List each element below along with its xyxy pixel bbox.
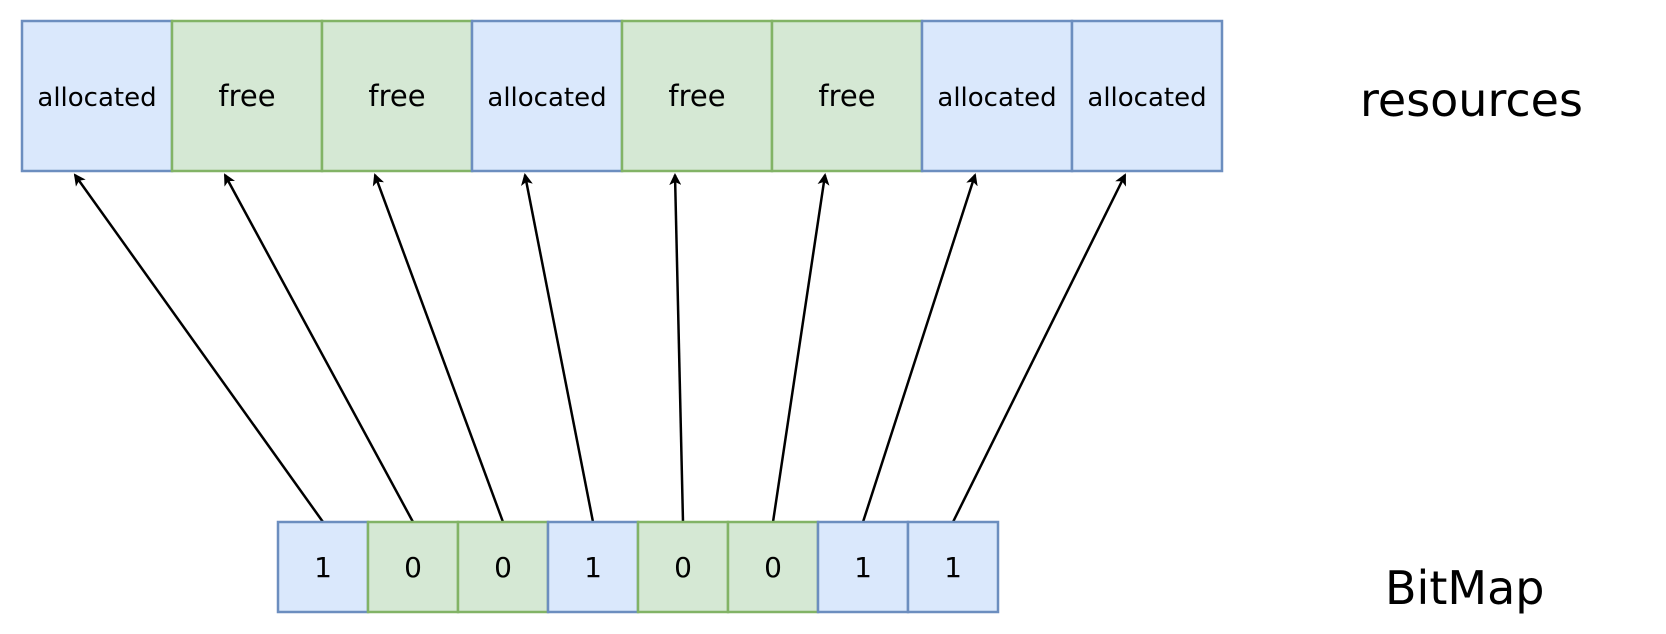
resource-cell-allocated: allocated bbox=[1070, 19, 1224, 173]
bit-cell-box bbox=[636, 520, 730, 614]
resource-cell-free: free bbox=[620, 19, 774, 173]
bit-cell-value: 0 bbox=[404, 551, 422, 584]
mapping-arrow bbox=[771, 173, 830, 523]
bit-cell-value: 1 bbox=[584, 551, 602, 584]
resource-cell-box bbox=[620, 19, 774, 173]
resource-cell-label: free bbox=[818, 79, 875, 113]
resource-cell-box bbox=[1070, 19, 1224, 173]
resource-cell-label: free bbox=[218, 79, 275, 113]
resource-cell-label: allocated bbox=[937, 83, 1056, 113]
resources-label: resources bbox=[1360, 73, 1583, 127]
bit-cell: 0 bbox=[636, 520, 730, 614]
arrows-group bbox=[73, 173, 1127, 523]
bit-cell-box bbox=[366, 520, 460, 614]
resource-cell-allocated: allocated bbox=[20, 19, 174, 173]
mapping-arrow bbox=[861, 173, 978, 523]
bit-cell: 0 bbox=[366, 520, 460, 614]
bit-cell: 1 bbox=[276, 520, 370, 614]
bit-cell: 1 bbox=[816, 520, 910, 614]
bit-cell: 0 bbox=[726, 520, 820, 614]
resource-cell-free: free bbox=[170, 19, 324, 173]
resources-row: allocated free free allocated free free alloca… bbox=[20, 19, 1224, 173]
mapping-arrow bbox=[669, 173, 685, 523]
mapping-arrow bbox=[73, 173, 325, 523]
resource-cell-box bbox=[320, 19, 474, 173]
resource-cell-allocated: allocated bbox=[470, 19, 624, 173]
mapping-arrow bbox=[951, 173, 1127, 523]
resource-cell-box bbox=[770, 19, 924, 173]
bit-cell-value: 1 bbox=[314, 551, 332, 584]
resource-cell-free: free bbox=[320, 19, 474, 173]
resource-cell-label: allocated bbox=[1087, 83, 1206, 113]
resource-cell-allocated: allocated bbox=[920, 19, 1074, 173]
resource-cell-box bbox=[20, 19, 174, 173]
mapping-arrow bbox=[521, 173, 595, 523]
bit-cell-value: 0 bbox=[674, 551, 692, 584]
resource-cell-label: free bbox=[368, 79, 425, 113]
resource-cell-box bbox=[920, 19, 1074, 173]
bit-cell-value: 0 bbox=[764, 551, 782, 584]
bit-cell-box bbox=[546, 520, 640, 614]
bit-cell: 1 bbox=[546, 520, 640, 614]
bit-cell-box bbox=[906, 520, 1000, 614]
bit-cell-value: 1 bbox=[944, 551, 962, 584]
mapping-arrow bbox=[372, 173, 505, 523]
bit-cell-value: 1 bbox=[854, 551, 872, 584]
bit-cell-box bbox=[726, 520, 820, 614]
bit-cell: 0 bbox=[456, 520, 550, 614]
bitmap-row: 1 0 0 1 0 0 1 1 bbox=[276, 520, 1000, 614]
resource-cell-free: free bbox=[770, 19, 924, 173]
bitmap-label: BitMap bbox=[1385, 561, 1544, 615]
resource-cell-label: allocated bbox=[487, 83, 606, 113]
mapping-arrow bbox=[223, 173, 415, 523]
resource-cell-label: allocated bbox=[37, 83, 156, 113]
bit-cell-box bbox=[276, 520, 370, 614]
bit-cell-value: 0 bbox=[494, 551, 512, 584]
resource-cell-label: free bbox=[668, 79, 725, 113]
resource-cell-box bbox=[170, 19, 324, 173]
bit-cell: 1 bbox=[906, 520, 1000, 614]
